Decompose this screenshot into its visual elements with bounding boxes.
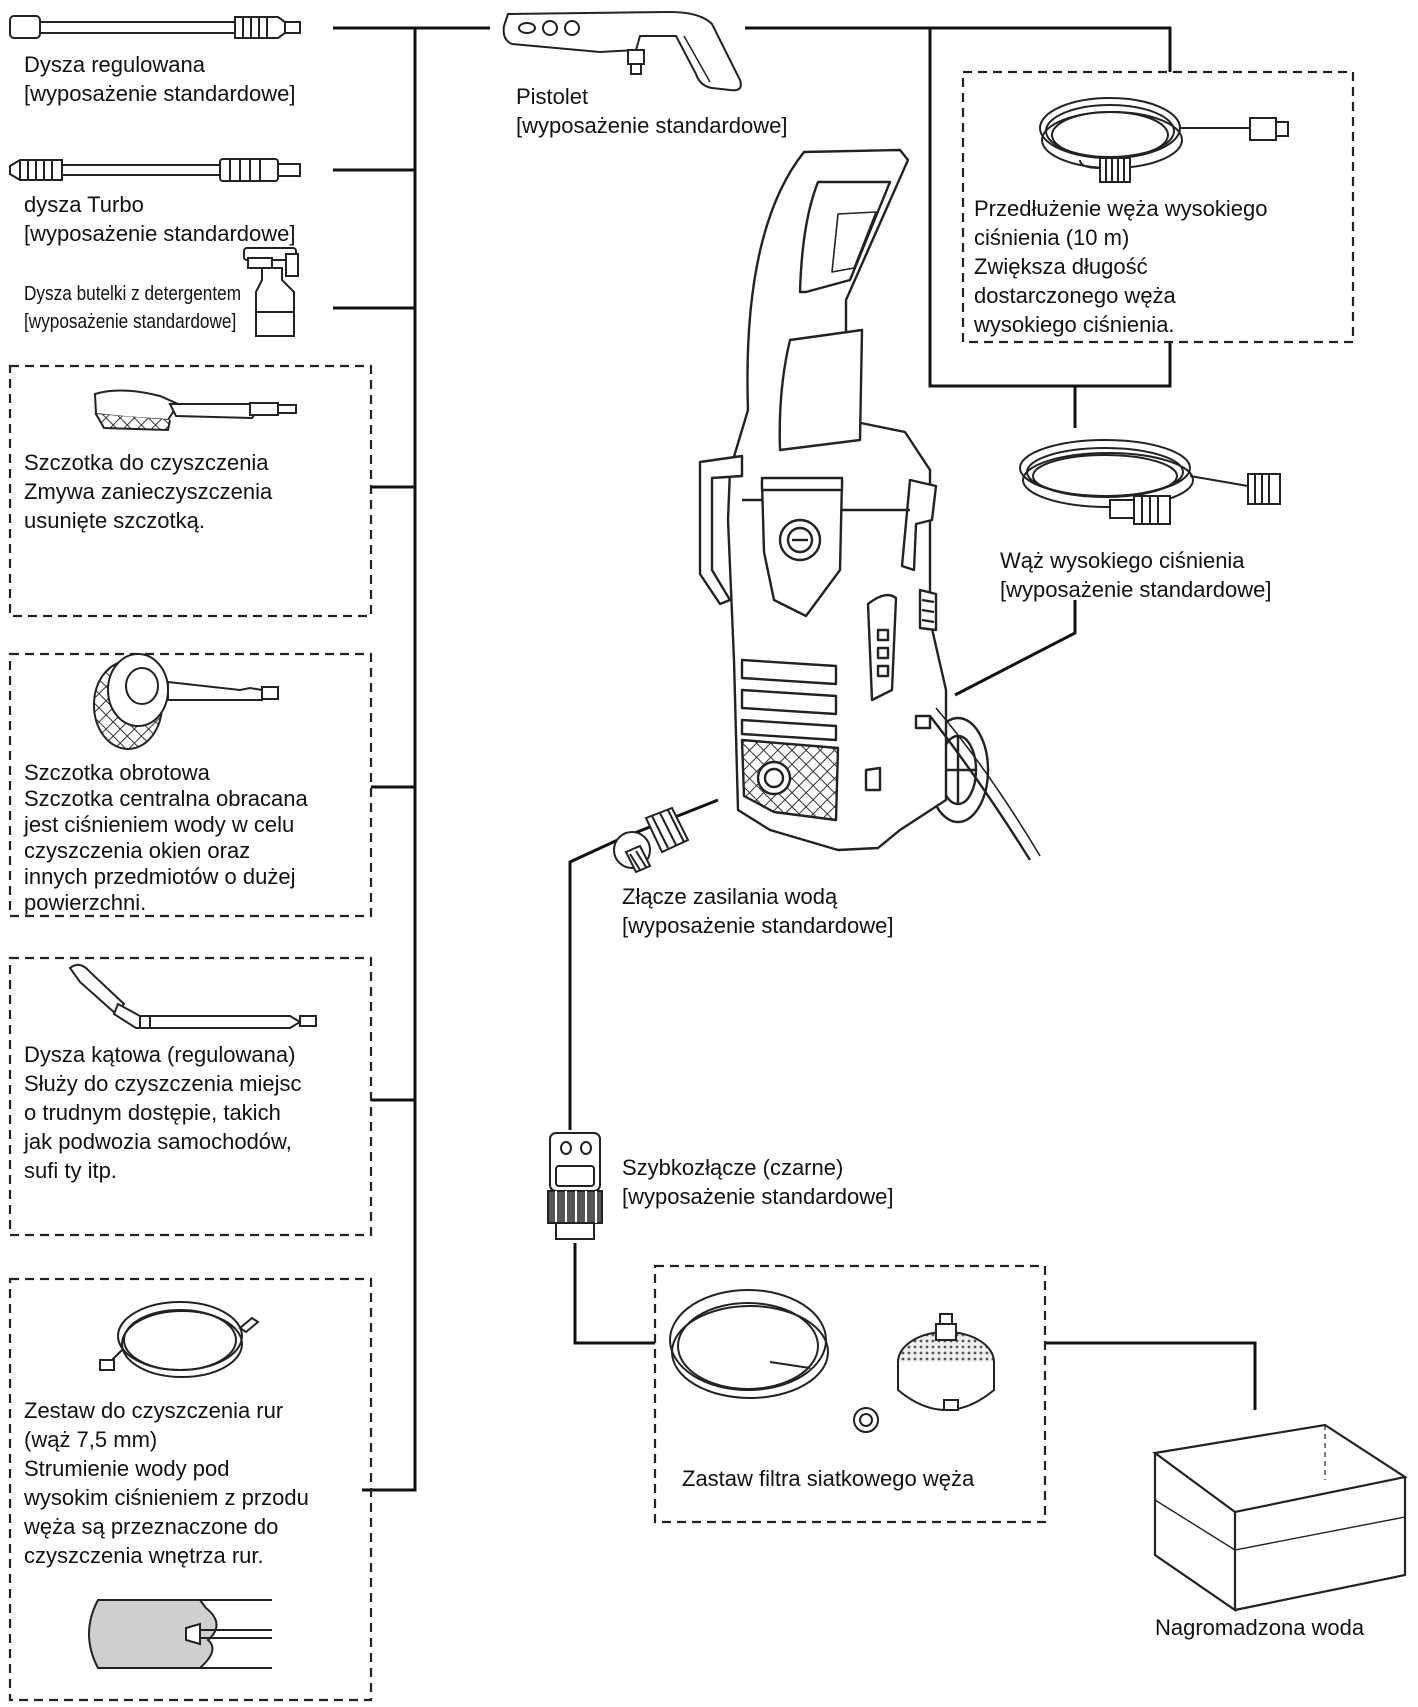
detergent-bottle-icon bbox=[243, 247, 299, 337]
hose-extension-box bbox=[961, 70, 1355, 344]
hose-extension-line: Przedłużenie węża wysokiego bbox=[974, 196, 1268, 221]
water-connector-label: Złącze zasilania wodą [wyposażenie stand… bbox=[622, 882, 894, 940]
angle-nozzle-line: Dysza kątowa (regulowana) bbox=[24, 1042, 296, 1067]
hp-hose-name: Wąż wysokiego ciśnienia bbox=[1000, 548, 1245, 573]
pipe-kit-box bbox=[8, 1277, 373, 1702]
gun-note: [wyposażenie standardowe] bbox=[516, 113, 788, 138]
hp-hose-label: Wąż wysokiego ciśnienia [wyposażenie sta… bbox=[1000, 546, 1272, 604]
water-connector-note: [wyposażenie standardowe] bbox=[622, 913, 894, 938]
rotary-brush-line: innych przedmiotów o dużej bbox=[24, 864, 296, 889]
quick-coupler-name: Szybkozłącze (czarne) bbox=[622, 1155, 844, 1180]
angle-nozzle-icon bbox=[68, 963, 317, 1029]
angle-nozzle-line: sufi ty itp. bbox=[24, 1158, 117, 1183]
filter-set-name: Zastaw filtra siatkowego węża bbox=[682, 1466, 975, 1491]
pressure-washer-icon bbox=[698, 148, 1041, 861]
pipe-kit-line: czyszczenia wnętrza rur. bbox=[24, 1543, 264, 1568]
adjustable-nozzle-icon bbox=[9, 15, 301, 39]
quick-coupler-note: [wyposażenie standardowe] bbox=[622, 1184, 894, 1209]
angle-nozzle-line: o trudnym dostępie, takich bbox=[24, 1100, 281, 1125]
rotary-brush-label: Szczotka obrotowa Szczotka centralna obr… bbox=[24, 760, 308, 916]
brush-label: Szczotka do czyszczenia Zmywa zanieczysz… bbox=[24, 448, 272, 535]
adjustable-nozzle-label: Dysza regulowana [wyposażenie standardow… bbox=[24, 50, 296, 108]
quick-coupler-label: Szybkozłącze (czarne) [wyposażenie stand… bbox=[622, 1153, 894, 1211]
pipe-kit-line: Zestaw do czyszczenia rur bbox=[24, 1398, 284, 1423]
cleaning-brush-icon bbox=[93, 389, 297, 432]
gun-label: Pistolet [wyposażenie standardowe] bbox=[516, 82, 788, 140]
angle-nozzle-box bbox=[8, 956, 373, 1237]
hose-extension-icon bbox=[1039, 97, 1289, 183]
high-pressure-hose-icon bbox=[1019, 439, 1281, 525]
hose-extension-label: Przedłużenie węża wysokiego ciśnienia (1… bbox=[974, 194, 1268, 339]
pipe-section-icon bbox=[88, 1599, 272, 1669]
adjustable-nozzle-name: Dysza regulowana bbox=[24, 52, 205, 77]
water-connector-name: Złącze zasilania wodą bbox=[622, 884, 838, 909]
dashed-boxes bbox=[8, 70, 1355, 1702]
pipe-kit-label: Zestaw do czyszczenia rur (wąż 7,5 mm) S… bbox=[24, 1396, 309, 1570]
hose-extension-line: ciśnienia (10 m) bbox=[974, 225, 1130, 250]
turbo-nozzle-name: dysza Turbo bbox=[24, 192, 144, 217]
brush-box bbox=[8, 364, 373, 618]
pipe-kit-line: wysokim ciśnieniem z przodu bbox=[24, 1485, 309, 1510]
angle-nozzle-line: Służy do czyszczenia miejsc bbox=[24, 1071, 302, 1096]
hose-filter-set-icon bbox=[669, 1289, 995, 1433]
detergent-nozzle-name: Dysza butelki z detergentem bbox=[24, 283, 242, 305]
brush-line: Szczotka do czyszczenia bbox=[24, 450, 269, 475]
filter-box bbox=[653, 1264, 1047, 1524]
water-tank-icon bbox=[1152, 1423, 1408, 1613]
brush-line: usunięte szczotką. bbox=[24, 508, 205, 533]
detergent-nozzle-label: Dysza butelki z detergentem [wyposażenie… bbox=[24, 280, 241, 336]
water-tank-name: Nagromadzona woda bbox=[1155, 1615, 1365, 1640]
turbo-nozzle-icon bbox=[9, 158, 301, 182]
hp-hose-note: [wyposażenie standardowe] bbox=[1000, 577, 1272, 602]
hose-extension-line: Zwiększa długość bbox=[974, 254, 1148, 279]
rotary-brush-line: Szczotka obrotowa bbox=[24, 760, 210, 785]
pipe-kit-line: węża są przeznaczone do bbox=[24, 1514, 279, 1539]
detergent-nozzle-note: [wyposażenie standardowe] bbox=[24, 311, 237, 333]
pipe-kit-line: (wąż 7,5 mm) bbox=[24, 1427, 158, 1452]
hose-extension-line: dostarczonego węża bbox=[974, 283, 1176, 308]
adjustable-nozzle-note: [wyposażenie standardowe] bbox=[24, 81, 296, 106]
pipe-kit-hose-icon bbox=[99, 1301, 260, 1378]
angle-nozzle-label: Dysza kątowa (regulowana) Służy do czysz… bbox=[24, 1040, 302, 1185]
angle-nozzle-line: jak podwozia samochodów, bbox=[24, 1129, 292, 1154]
filter-set-label: Zastaw filtra siatkowego węża bbox=[682, 1464, 974, 1493]
quick-coupler-icon bbox=[547, 1132, 603, 1240]
brush-line: Zmywa zanieczyszczenia bbox=[24, 479, 273, 504]
rotary-brush-line: Szczotka centralna obracana bbox=[24, 786, 308, 811]
turbo-nozzle-note: [wyposażenie standardowe] bbox=[24, 221, 296, 246]
rotary-brush-line: powierzchni. bbox=[24, 890, 147, 915]
pipe-kit-line: Strumienie wody pod bbox=[24, 1456, 230, 1481]
rotary-brush-line: jest ciśnieniem wody w celu bbox=[24, 812, 295, 837]
rotary-brush-icon bbox=[93, 653, 279, 750]
hose-extension-line: wysokiego ciśnienia. bbox=[974, 312, 1175, 337]
rotary-brush-box bbox=[8, 652, 373, 918]
gun-name: Pistolet bbox=[516, 84, 589, 109]
water-connector-icon bbox=[613, 806, 690, 874]
spray-gun-icon bbox=[502, 10, 742, 92]
turbo-nozzle-label: dysza Turbo [wyposażenie standardowe] bbox=[24, 190, 296, 248]
rotary-brush-line: czyszczenia okien oraz bbox=[24, 838, 251, 863]
water-tank-label: Nagromadzona woda bbox=[1155, 1613, 1364, 1642]
